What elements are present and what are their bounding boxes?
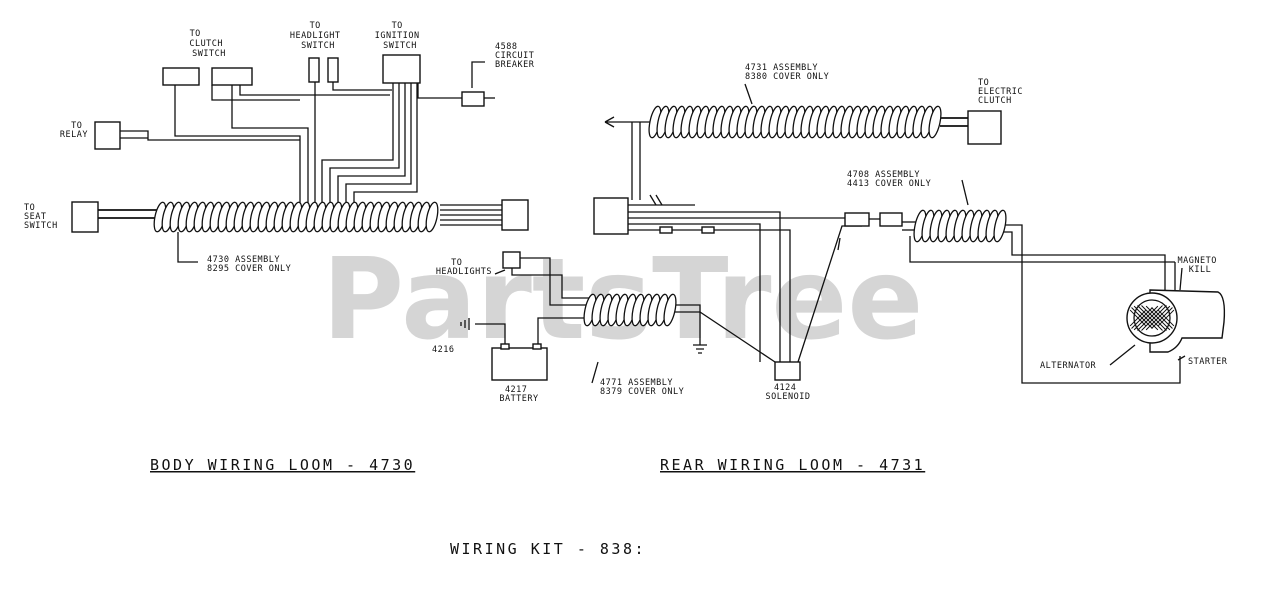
- label-to-seat-switch: TO SEAT SWITCH: [24, 203, 58, 231]
- rear-wiring-loom: [460, 83, 1226, 384]
- label-4216: 4216: [432, 345, 454, 355]
- circuit-breaker: [461, 91, 485, 107]
- title-wiring-kit: WIRING KIT - 838:: [450, 540, 646, 558]
- headlight-switch-connector-b: [327, 57, 339, 83]
- clutch-switch-connector-a: [162, 67, 200, 86]
- label-to-clutch-switch: TO CLUTCH SWITCH: [189, 29, 228, 59]
- label-alternator: ALTERNATOR: [1040, 361, 1097, 371]
- ignition-switch-connector: [382, 54, 421, 84]
- alternator-rotor: [1129, 299, 1175, 337]
- coil-turn: [663, 293, 677, 327]
- electric-clutch-connector: [967, 110, 1002, 145]
- inline-fuse-b: [701, 226, 715, 234]
- solenoid-connector-a: [844, 212, 870, 227]
- label-to-headlight-switch: TO HEADLIGHT SWITCH: [290, 21, 346, 51]
- inline-fuse-a: [659, 226, 673, 234]
- hatch-line: [1157, 309, 1175, 327]
- relay-connector: [94, 121, 121, 150]
- headlight-switch-connector-a: [308, 57, 320, 83]
- label-assembly-4708: 4708 ASSEMBLY 4413 COVER ONLY: [847, 170, 931, 189]
- label-to-relay: TO RELAY: [60, 121, 88, 140]
- title-body-wiring-loom: BODY WIRING LOOM - 4730: [150, 456, 415, 474]
- hatch-line: [1137, 305, 1163, 331]
- label-to-electric-clutch: TO ELECTRIC CLUTCH: [978, 78, 1029, 106]
- label-assembly-4731: 4731 ASSEMBLY 8380 COVER ONLY: [745, 63, 829, 82]
- battery-terminal-pos: [532, 343, 542, 350]
- hatch-line: [1151, 307, 1173, 329]
- hatch-line: [1145, 305, 1171, 331]
- rear-main-connector: [593, 197, 629, 235]
- label-battery: 4217 BATTERY: [499, 385, 538, 404]
- label-starter: STARTER: [1188, 357, 1228, 367]
- battery-terminal-neg: [500, 343, 510, 350]
- battery: [491, 347, 548, 381]
- label-to-ignition-switch: TO IGNITION SWITCH: [375, 21, 426, 51]
- solenoid-connector-b: [879, 212, 903, 227]
- coil-4771: [583, 293, 677, 327]
- body-wiring-loom: [71, 54, 529, 263]
- rear-loom-coil: [648, 105, 942, 139]
- title-rear-wiring-loom: REAR WIRING LOOM - 4731: [660, 456, 925, 474]
- body-loom-coil: [153, 201, 439, 233]
- coil-turn: [425, 201, 439, 233]
- alternator-rotor-ring: [1133, 299, 1171, 337]
- label-circuit-breaker: 4588 CIRCUIT BREAKER: [495, 42, 540, 70]
- label-to-headlights: TO HEADLIGHTS: [436, 258, 492, 277]
- label-solenoid: 4124 SOLENOID: [766, 383, 811, 402]
- hatch-line: [1141, 305, 1167, 331]
- label-assembly-4771: 4771 ASSEMBLY 8379 COVER ONLY: [600, 378, 684, 397]
- hatch-line: [1131, 307, 1153, 329]
- coil-turn: [928, 105, 942, 139]
- headlights-connector: [502, 251, 521, 269]
- solenoid: [774, 361, 801, 381]
- coil-4708: [913, 209, 1007, 243]
- label-magneto-kill: MAGNETO KILL: [1178, 256, 1223, 275]
- label-assembly-4730: 4730 ASSEMBLY 8295 COVER ONLY: [207, 255, 291, 274]
- seat-switch-connector: [71, 201, 99, 233]
- hatch-line: [1129, 309, 1147, 327]
- loom-end-connector: [501, 199, 529, 231]
- coil-turn: [993, 209, 1007, 243]
- clutch-switch-connector-b: [211, 67, 253, 86]
